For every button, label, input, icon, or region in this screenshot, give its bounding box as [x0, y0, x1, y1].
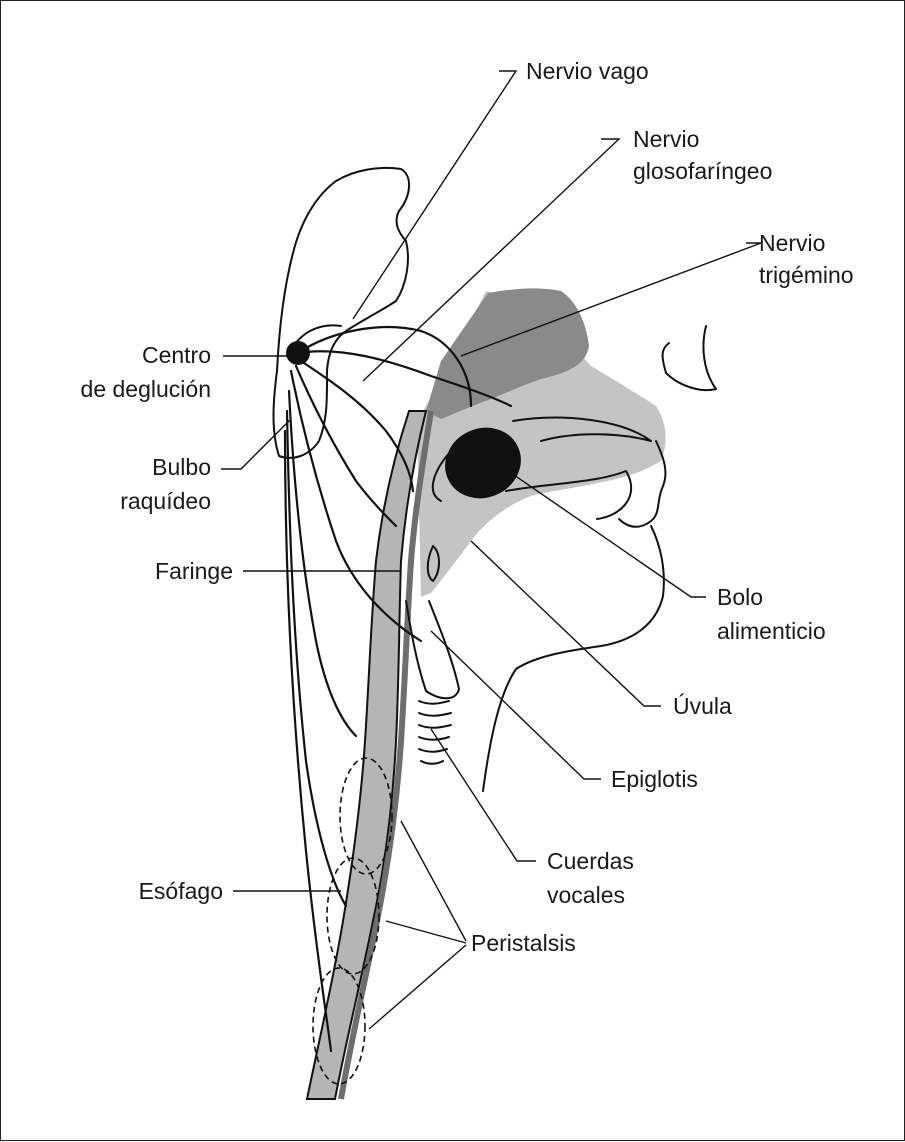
label-centro-deglucion-2: de deglución	[81, 376, 211, 402]
label-faringe: Faringe	[155, 558, 233, 584]
label-nervio-trigemino-2: trigémino	[759, 262, 854, 288]
label-nervio-glosofaringeo-2: glosofaríngeo	[633, 158, 772, 184]
label-centro-deglucion-1: Centro	[142, 342, 211, 368]
chin-neck-outline	[483, 526, 664, 791]
label-peristalsis: Peristalsis	[471, 930, 576, 956]
label-cuerdas-2: vocales	[547, 882, 625, 908]
brainstem-outline	[274, 168, 410, 458]
label-bulbo-1: Bulbo	[152, 454, 211, 480]
label-bolo-2: alimenticio	[717, 618, 826, 644]
label-nervio-glosofaringeo-1: Nervio	[633, 126, 699, 152]
vocal-cords	[419, 701, 451, 764]
label-nervio-trigemino-1: Nervio	[759, 230, 825, 256]
label-bulbo-2: raquídeo	[120, 488, 211, 514]
label-cuerdas-1: Cuerdas	[547, 848, 634, 874]
label-uvula: Úvula	[673, 693, 732, 719]
label-esofago: Esófago	[139, 878, 223, 904]
nose-outline	[663, 326, 716, 390]
label-bolo-1: Bolo	[717, 584, 763, 610]
label-nervio-vago: Nervio vago	[526, 58, 649, 84]
label-epiglotis: Epiglotis	[611, 766, 698, 792]
